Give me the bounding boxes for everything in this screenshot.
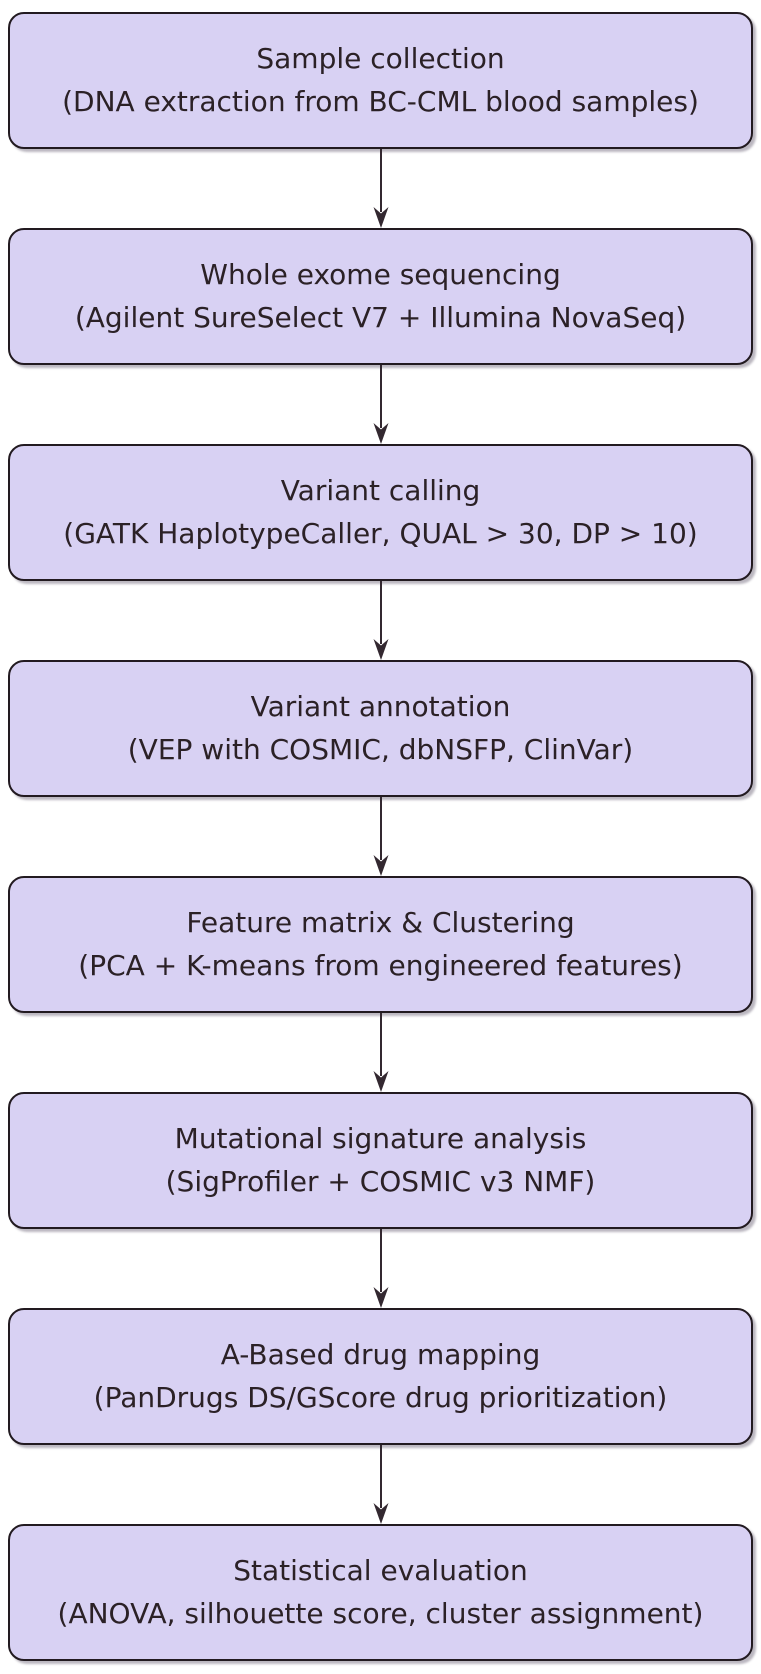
down-arrow-icon [373,581,388,660]
step-subtitle: (VEP with COSMIC, dbNSFP, ClinVar) [127,733,634,766]
step-subtitle: (GATK HaplotypeCaller, QUAL > 30, DP > 1… [63,517,698,550]
step-title: Whole exome sequencing [200,257,561,291]
down-arrow-icon [373,1013,388,1092]
flow-step-mutational-signature-analysis: Mutational signature analysis (SigProfil… [8,1092,753,1229]
down-arrow-icon [373,797,388,876]
step-title: Statistical evaluation [233,1553,528,1587]
flow-step-variant-annotation: Variant annotation (VEP with COSMIC, dbN… [8,660,753,797]
step-subtitle: (DNA extraction from BC-CML blood sample… [62,85,699,118]
step-title: A-Based drug mapping [220,1337,541,1371]
flow-step-sample-collection: Sample collection (DNA extraction from B… [8,12,753,149]
down-arrow-icon [373,149,388,228]
flow-step-a-based-drug-mapping: A-Based drug mapping (PanDrugs DS/GScore… [8,1308,753,1445]
flow-step-whole-exome-sequencing: Whole exome sequencing (Agilent SureSele… [8,228,753,365]
down-arrow-icon [373,1445,388,1524]
step-subtitle: (PanDrugs DS/GScore drug prioritization) [93,1381,668,1414]
step-title: Feature matrix & Clustering [186,905,575,939]
down-arrow-icon [373,1229,388,1308]
flow-step-statistical-evaluation: Statistical evaluation (ANOVA, silhouett… [8,1524,753,1661]
step-title: Variant annotation [250,689,511,723]
flow-step-feature-matrix-clustering: Feature matrix & Clustering (PCA + K-mea… [8,876,753,1013]
step-title: Mutational signature analysis [174,1121,587,1155]
down-arrow-icon [373,365,388,444]
flow-step-variant-calling: Variant calling (GATK HaplotypeCaller, Q… [8,444,753,581]
step-subtitle: (ANOVA, silhouette score, cluster assign… [57,1597,704,1630]
step-subtitle: (SigProfiler + COSMIC v3 NMF) [165,1165,596,1198]
step-subtitle: (Agilent SureSelect V7 + Illumina NovaSe… [74,301,687,334]
step-title: Sample collection [256,41,505,75]
step-subtitle: (PCA + K-means from engineered features) [78,949,683,982]
step-title: Variant calling [280,473,481,507]
